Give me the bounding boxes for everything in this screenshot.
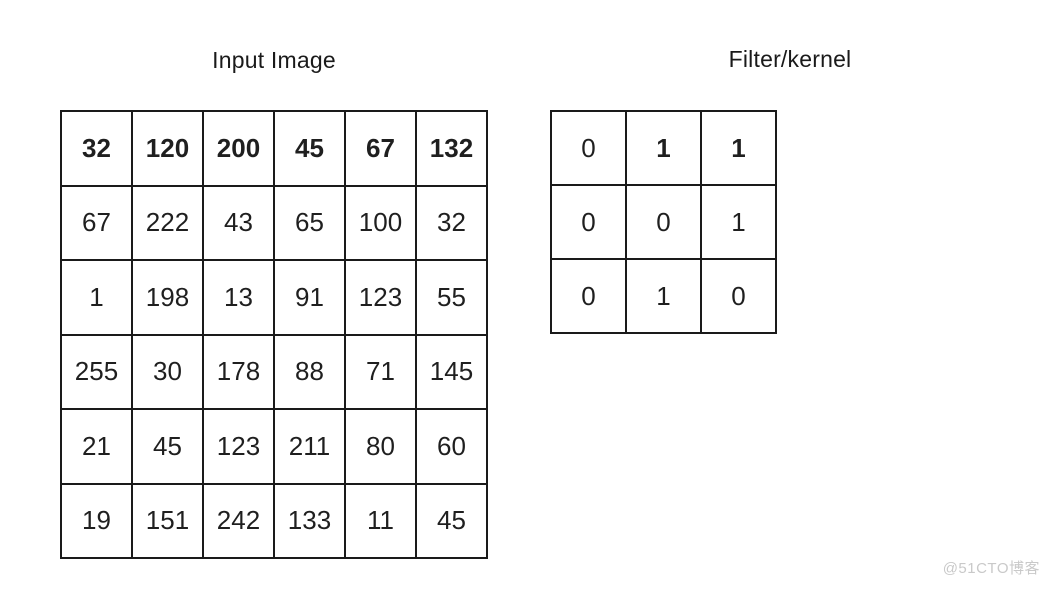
grid-cell: 0 xyxy=(700,258,777,334)
grid-cell: 242 xyxy=(202,482,275,559)
grid-cell: 1 xyxy=(60,259,133,336)
grid-cell: 13 xyxy=(202,259,275,336)
grid-cell: 1 xyxy=(700,184,777,260)
grid-cell: 0 xyxy=(550,258,627,334)
grid-cell: 123 xyxy=(202,408,275,485)
grid-cell: 11 xyxy=(344,482,417,559)
grid-cell: 123 xyxy=(344,259,417,336)
filter-kernel-title: Filter/kernel xyxy=(728,46,852,72)
grid-cell: 45 xyxy=(415,482,488,559)
grid-cell: 145 xyxy=(415,333,488,410)
grid-cell: 43 xyxy=(202,184,275,261)
grid-cell: 255 xyxy=(60,333,133,410)
grid-cell: 1 xyxy=(700,110,777,186)
grid-cell: 19 xyxy=(60,482,133,559)
grid-cell: 200 xyxy=(202,110,275,187)
grid-cell: 0 xyxy=(550,110,627,186)
grid-cell: 32 xyxy=(415,184,488,261)
grid-cell: 67 xyxy=(60,184,133,261)
grid-cell: 60 xyxy=(415,408,488,485)
grid-cell: 45 xyxy=(273,110,346,187)
grid-cell: 133 xyxy=(273,482,346,559)
grid-cell: 120 xyxy=(131,110,204,187)
grid-cell: 80 xyxy=(344,408,417,485)
grid-cell: 0 xyxy=(625,184,702,260)
grid-cell: 88 xyxy=(273,333,346,410)
grid-cell: 45 xyxy=(131,408,204,485)
grid-cell: 100 xyxy=(344,184,417,261)
watermark: @51CTO博客 xyxy=(942,560,1040,577)
grid-cell: 67 xyxy=(344,110,417,187)
grid-cell: 132 xyxy=(415,110,488,187)
grid-cell: 32 xyxy=(60,110,133,187)
grid-cell: 21 xyxy=(60,408,133,485)
grid-cell: 65 xyxy=(273,184,346,261)
grid-cell: 0 xyxy=(550,184,627,260)
grid-cell: 1 xyxy=(625,110,702,186)
grid-cell: 71 xyxy=(344,333,417,410)
grid-cell: 151 xyxy=(131,482,204,559)
grid-cell: 1 xyxy=(625,258,702,334)
grid-cell: 91 xyxy=(273,259,346,336)
grid-cell: 55 xyxy=(415,259,488,336)
grid-cell: 222 xyxy=(131,184,204,261)
grid-cell: 30 xyxy=(131,333,204,410)
grid-cell: 178 xyxy=(202,333,275,410)
grid-cell: 198 xyxy=(131,259,204,336)
grid-cell: 211 xyxy=(273,408,346,485)
input-image-title: Input Image xyxy=(212,47,336,73)
